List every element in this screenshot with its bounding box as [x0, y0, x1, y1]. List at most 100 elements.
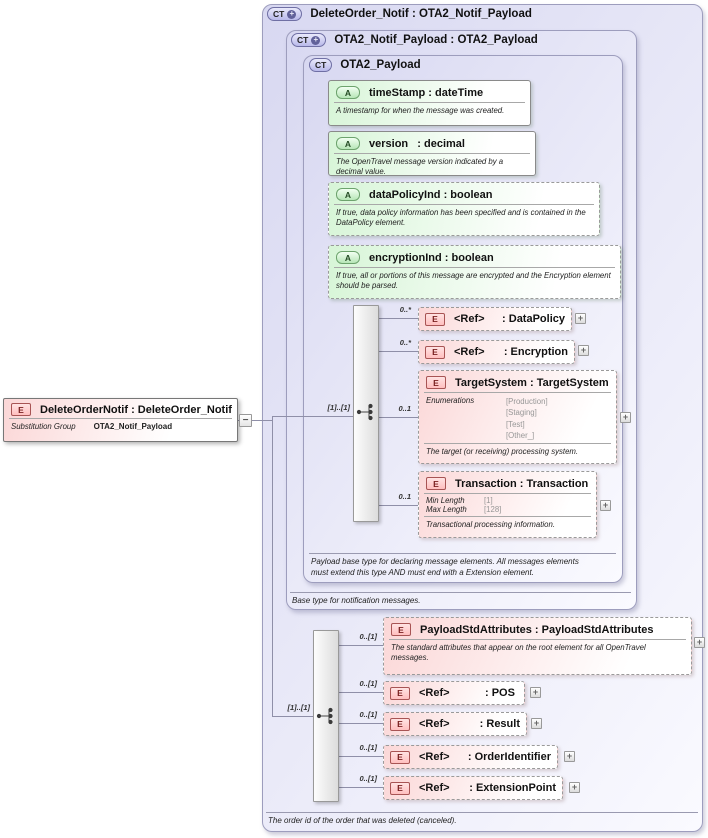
- element-box-orderidentifier-ref[interactable]: E <Ref> : OrderIdentifier: [383, 745, 558, 769]
- complex-type-badge[interactable]: CT: [309, 58, 333, 72]
- element-badge: E: [390, 717, 410, 731]
- divider: [334, 153, 530, 154]
- global-element-box-deleteordernotif[interactable]: E DeleteOrderNotif : DeleteOrder_Notif Su…: [3, 398, 238, 442]
- cardinality-label: 0..[1]: [359, 710, 377, 719]
- divider: [334, 204, 594, 205]
- attribute-note: The OpenTravel message version indicated…: [336, 157, 504, 177]
- global-element-title: DeleteOrderNotif : DeleteOrder_Notif: [40, 403, 232, 416]
- divider: [424, 443, 611, 445]
- connector-line: [272, 416, 273, 717]
- substitution-group-label: Substitution Group: [11, 422, 76, 431]
- expand-icon[interactable]: +: [564, 751, 575, 762]
- element-type: : ExtensionPoint: [469, 782, 556, 794]
- attribute-badge: A: [336, 251, 360, 264]
- collapse-icon[interactable]: −: [239, 414, 252, 427]
- element-box-targetsystem[interactable]: E TargetSystem : TargetSystem Enumeration…: [418, 370, 617, 464]
- element-name: <Ref>: [419, 751, 450, 763]
- cardinality-label: [1]..[1]: [287, 703, 311, 712]
- element-badge: E: [425, 345, 445, 359]
- expand-icon[interactable]: +: [530, 687, 541, 698]
- connector-line: [379, 505, 418, 506]
- cardinality-label: 0..*: [399, 305, 411, 314]
- connector-line: [272, 716, 313, 717]
- element-badge: E: [390, 686, 410, 700]
- cardinality-label: 0..[1]: [359, 632, 377, 641]
- element-name: <Ref>: [454, 313, 485, 325]
- sequence-icon: [315, 706, 338, 731]
- divider: [290, 592, 631, 593]
- attribute-label: timeStamp : dateTime: [369, 86, 484, 99]
- facet-label: Max Length: [426, 505, 467, 514]
- expand-icon[interactable]: +: [620, 412, 631, 423]
- cardinality-label: 0..[1]: [359, 774, 377, 783]
- attribute-badge: A: [336, 188, 360, 201]
- expand-icon[interactable]: +: [694, 637, 705, 648]
- expand-icon[interactable]: +: [569, 782, 580, 793]
- connector-line: [339, 756, 383, 757]
- connector-line: [379, 417, 418, 418]
- element-note: Transactional processing information.: [426, 520, 555, 529]
- connector-line: [379, 351, 418, 352]
- facet-label: Enumerations: [426, 396, 475, 405]
- footer-note-ota2-notif-payload: Base type for notification messages.: [292, 596, 421, 605]
- attribute-note: If true, all or portions of this message…: [336, 271, 611, 291]
- element-title: TargetSystem : TargetSystem: [455, 376, 609, 389]
- complex-type-badge[interactable]: CT+: [267, 7, 303, 21]
- enum-value: [Other_]: [506, 430, 535, 440]
- enum-value: [Staging]: [506, 408, 537, 418]
- connector-line: [379, 318, 418, 319]
- substitution-group-value: OTA2_Notif_Payload: [93, 422, 173, 431]
- element-type: : OrderIdentifier: [467, 751, 551, 763]
- element-box-extensionpoint-ref[interactable]: E <Ref> : ExtensionPoint: [383, 776, 563, 800]
- attribute-note: A timestamp for when the message was cre…: [336, 106, 505, 115]
- sequence-bar: [353, 305, 379, 522]
- element-type: : Encryption: [503, 346, 568, 358]
- divider: [334, 267, 615, 268]
- ct-badge-label: CT: [315, 60, 327, 70]
- cardinality-label: 0..[1]: [359, 679, 377, 688]
- element-badge: E: [426, 376, 446, 389]
- enum-value: [Production]: [506, 397, 548, 406]
- expand-circle-icon[interactable]: +: [287, 9, 297, 19]
- element-box-encryption-ref[interactable]: E<Ref>: Encryption: [418, 340, 575, 364]
- element-badge: E: [391, 623, 411, 636]
- footer-note-root: The order id of the order that was delet…: [268, 816, 457, 825]
- element-type: : POS: [485, 687, 515, 699]
- element-title: PayloadStdAttributes : PayloadStdAttribu…: [420, 623, 654, 636]
- cardinality-label: 0..1: [398, 404, 411, 413]
- element-badge: E: [425, 312, 445, 326]
- element-box-payloadstdattributes[interactable]: E PayloadStdAttributes : PayloadStdAttrib…: [383, 617, 692, 675]
- expand-icon[interactable]: +: [531, 718, 542, 729]
- attribute-label: dataPolicyInd : boolean: [369, 188, 493, 201]
- header-ota2-payload: CT OTA2_Payload: [309, 58, 421, 72]
- attribute-note: If true, data policy information has bee…: [336, 208, 586, 228]
- element-badge: E: [390, 781, 410, 795]
- element-badge: E: [11, 403, 31, 416]
- element-name: <Ref>: [419, 782, 450, 794]
- facet-value: [1]: [484, 496, 493, 505]
- complex-type-badge[interactable]: CT+: [291, 33, 327, 47]
- divider: [424, 392, 611, 393]
- element-note: The target (or receiving) processing sys…: [426, 447, 579, 457]
- expand-icon[interactable]: +: [600, 500, 611, 511]
- cardinality-label: 0..*: [399, 338, 411, 347]
- element-title: Transaction : Transaction: [455, 477, 589, 490]
- element-box-datapolicy-ref[interactable]: E <Ref> : DataPolicy: [418, 307, 572, 331]
- divider: [334, 102, 525, 103]
- expand-circle-icon[interactable]: +: [311, 35, 321, 45]
- expand-icon[interactable]: +: [578, 345, 589, 356]
- connector-line: [339, 787, 383, 788]
- element-box-result-ref[interactable]: E<Ref>: Result: [383, 712, 527, 736]
- divider: [424, 493, 591, 494]
- enum-value: [Test]: [506, 419, 525, 429]
- element-box-pos-ref[interactable]: E <Ref> : POS: [383, 681, 525, 705]
- element-type: : DataPolicy: [502, 313, 565, 325]
- element-badge: E: [390, 750, 410, 764]
- expand-icon[interactable]: +: [575, 313, 586, 324]
- element-name: <Ref>: [419, 687, 450, 699]
